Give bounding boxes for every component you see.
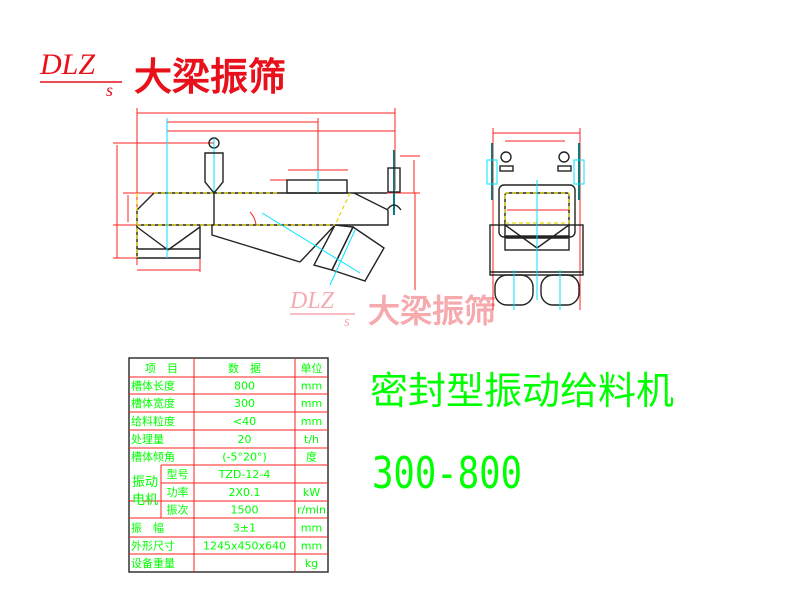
table-header: 数 据	[228, 361, 261, 375]
logo-sub: s	[106, 80, 113, 100]
watermark-sub: s	[344, 314, 350, 330]
table-unit: mm	[301, 415, 322, 428]
table-value: 1500	[231, 504, 259, 517]
table-unit: mm	[301, 397, 322, 410]
watermark-letters: DLZ	[289, 288, 335, 314]
table-item-label: 槽体倾角	[131, 450, 175, 464]
table-unit: mm	[301, 540, 322, 553]
watermark: DLZ s 大梁振筛	[289, 288, 496, 330]
table-item-label: 外形尺寸	[131, 539, 175, 553]
table-item-label: 设备重量	[131, 556, 175, 570]
table-unit: mm	[301, 522, 322, 535]
table-item-label: 型号	[167, 467, 189, 481]
table-unit: 度	[306, 450, 317, 464]
table-value: 800	[234, 380, 255, 393]
table-value: (-5°20°)	[222, 451, 267, 464]
table-item-label: 振次	[167, 503, 189, 517]
table-header: 项 目	[145, 362, 178, 375]
table-value: <40	[233, 415, 256, 428]
table-item-label: 给料粒度	[131, 414, 175, 428]
front-view-drawing	[113, 108, 420, 290]
table-value: 300	[234, 397, 255, 410]
table-unit: r/min	[297, 504, 326, 517]
table-item-label: 槽体宽度	[131, 396, 175, 410]
side-view-drawing	[486, 128, 585, 310]
logo-name: 大梁振筛	[134, 55, 286, 99]
table-value: 20	[238, 433, 252, 446]
watermark-name: 大梁振筛	[368, 292, 496, 330]
table-value: 2X0.1	[228, 486, 260, 499]
table-unit: mm	[301, 380, 322, 393]
table-item-label: 功率	[167, 485, 189, 499]
table-header: 单位	[301, 361, 323, 375]
table-item-label: 槽体长度	[131, 379, 175, 393]
table-unit: kW	[303, 486, 320, 499]
product-model: 300-800	[372, 448, 522, 499]
table-value: 1245x450x640	[203, 540, 286, 553]
table-unit: t/h	[304, 433, 319, 446]
table-value: 3±1	[233, 522, 256, 535]
logo-letters: DLZ	[39, 48, 95, 81]
logo: DLZ s 大梁振筛	[39, 48, 286, 100]
table-item-label: 振 幅	[131, 521, 164, 535]
table-motor-group-label: 振动电机	[131, 474, 158, 508]
table-motor-group-cell: 振动电机	[131, 474, 158, 508]
table-unit: kg	[305, 557, 318, 570]
table-item-label: 处理量	[131, 433, 164, 446]
table-value: TZD-12-4	[218, 468, 271, 481]
product-title: 密封型振动给料机	[370, 369, 674, 413]
